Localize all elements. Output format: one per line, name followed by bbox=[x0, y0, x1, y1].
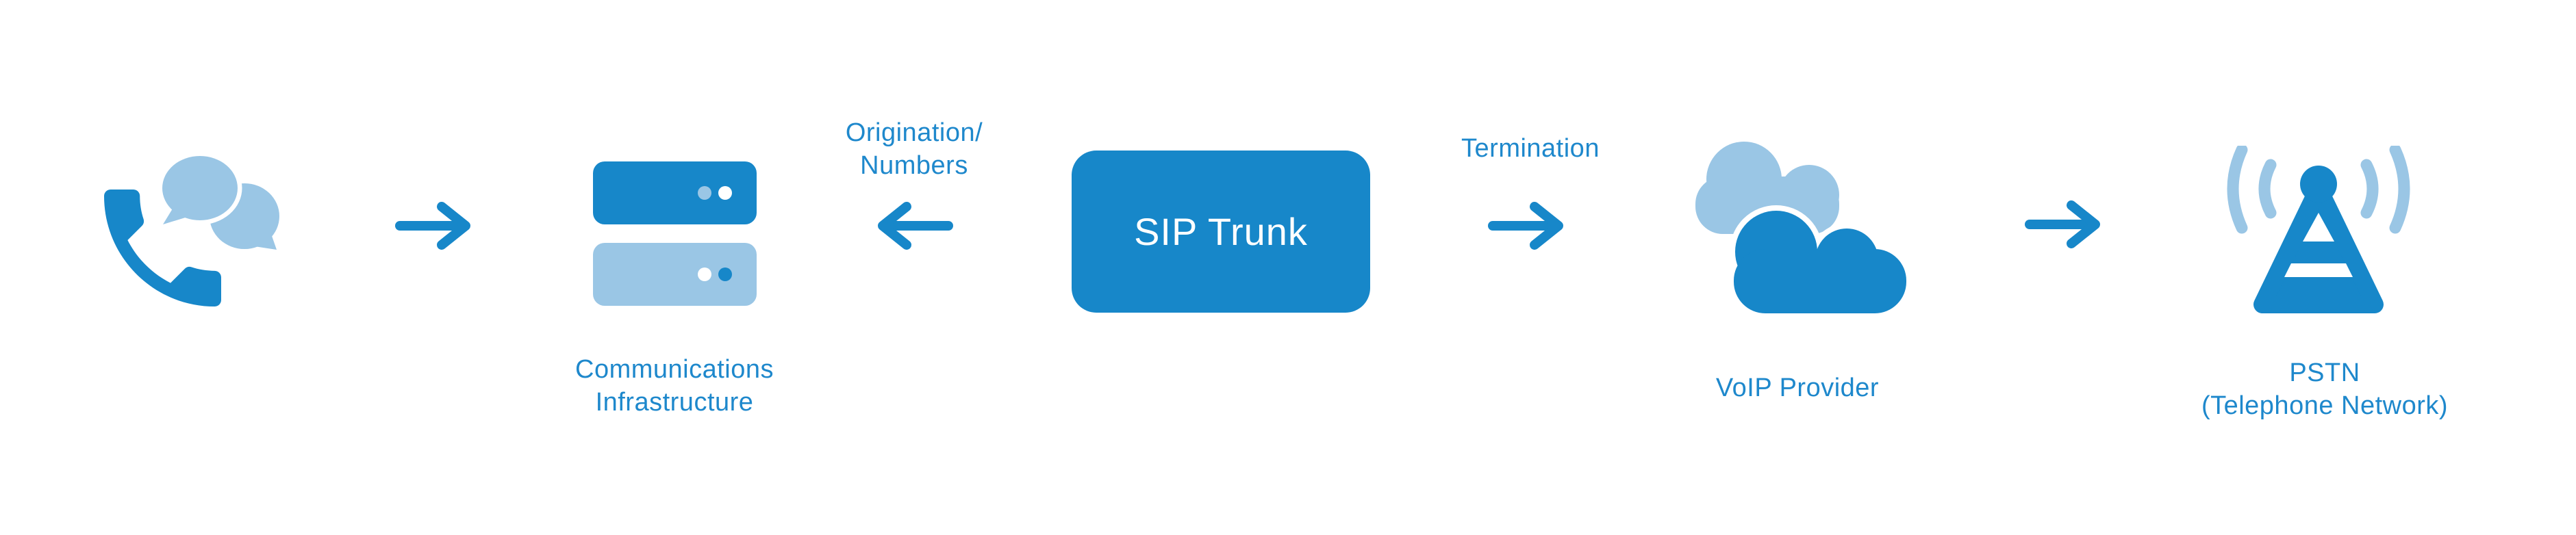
server-unit-bottom bbox=[593, 243, 757, 306]
signal-waves bbox=[2227, 146, 2410, 234]
voip-provider-label: VoIP Provider bbox=[1715, 374, 1880, 402]
arrow-right-icon bbox=[2025, 200, 2100, 248]
phone-chat-icon bbox=[104, 156, 279, 306]
tower-cutouts bbox=[2284, 213, 2353, 277]
phone-handset-icon bbox=[104, 190, 221, 306]
arrow-left-icon bbox=[878, 202, 953, 250]
origination-label: Origination/ Numbers bbox=[845, 118, 983, 180]
server-unit-top bbox=[593, 161, 757, 224]
radio-tower-icon bbox=[2227, 146, 2410, 313]
sip-trunk-label: SIP Trunk bbox=[1134, 210, 1308, 253]
speech-bubble-left bbox=[162, 156, 238, 224]
arrow-right-icon bbox=[1488, 202, 1563, 250]
arrow-right-icon bbox=[395, 202, 470, 250]
cloud-front bbox=[1734, 211, 1906, 313]
sip-trunk-node: SIP Trunk bbox=[1072, 151, 1370, 313]
server-stack-icon bbox=[593, 161, 757, 306]
cloud-icon bbox=[1695, 142, 1912, 315]
termination-label: Termination bbox=[1461, 134, 1600, 163]
infrastructure-label: Communications Infrastructure bbox=[575, 355, 774, 417]
pstn-label: PSTN (Telephone Network) bbox=[2201, 358, 2449, 420]
